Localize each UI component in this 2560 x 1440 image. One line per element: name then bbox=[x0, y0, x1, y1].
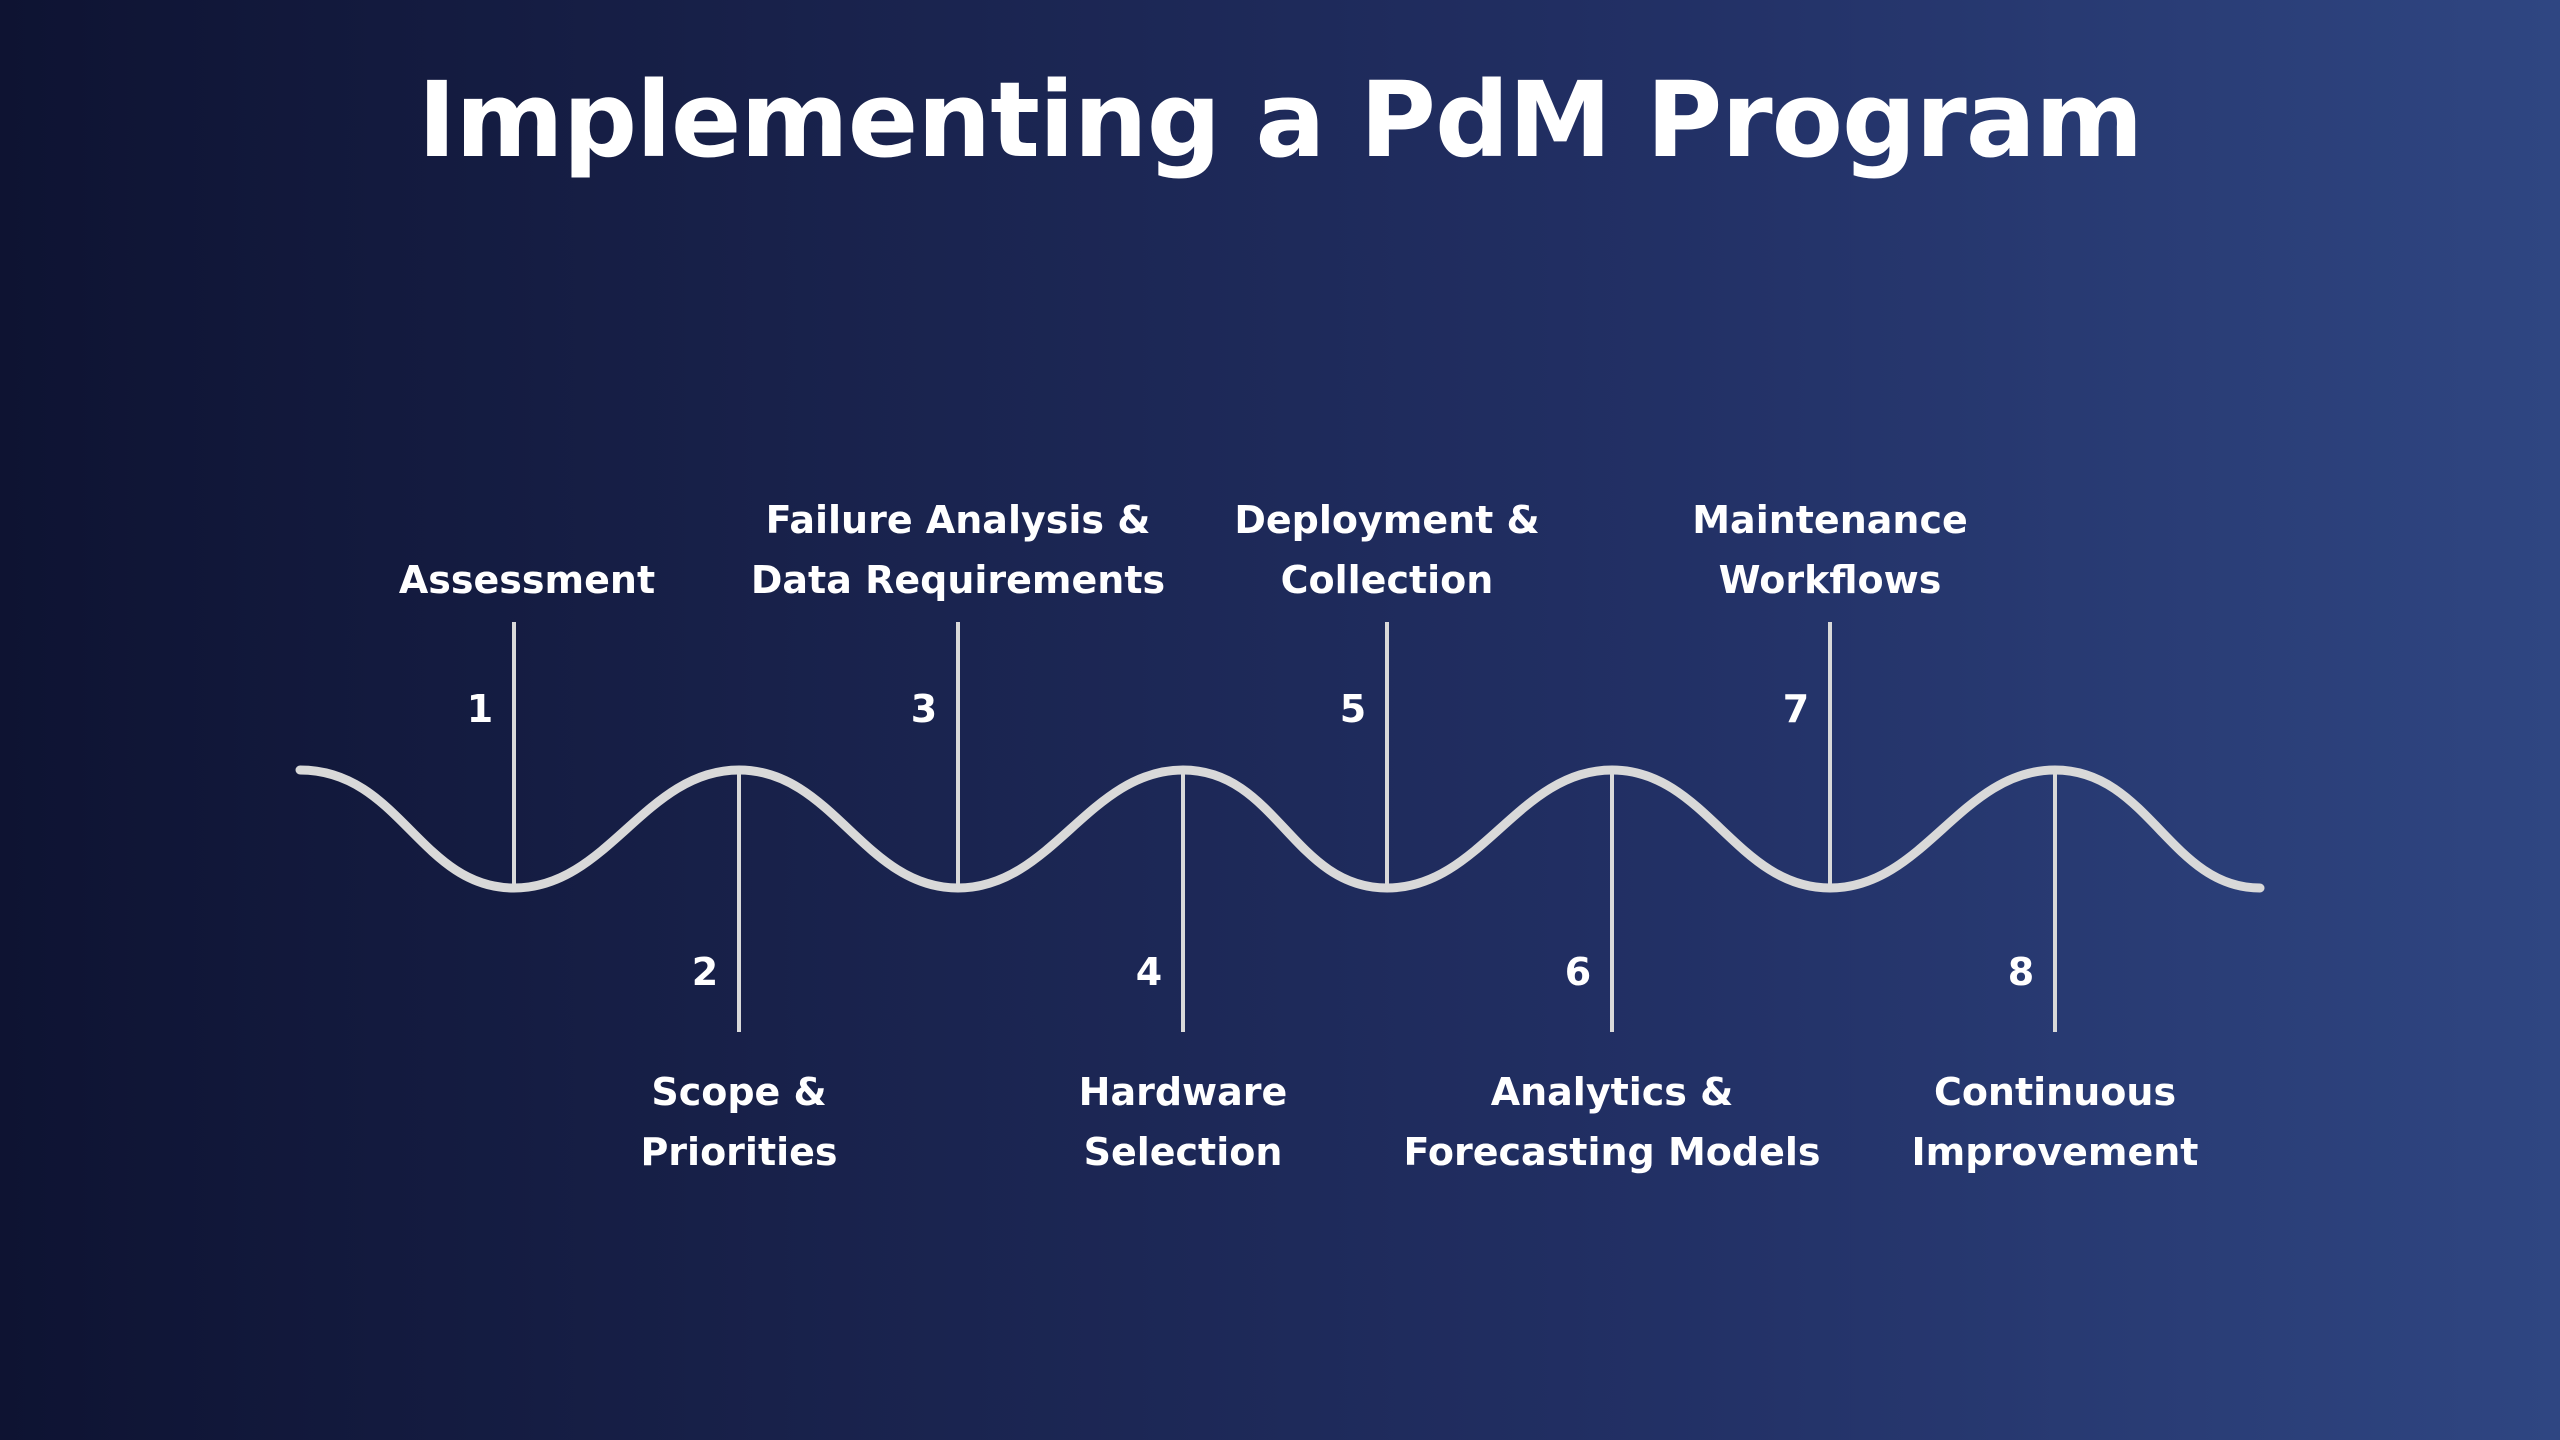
step-4-number: 4 bbox=[1135, 950, 1163, 994]
step-8-label-line: Continuous bbox=[1933, 1070, 2177, 1114]
step-3-label-line: Data Requirements bbox=[750, 558, 1166, 602]
step-4-label-line: Selection bbox=[1083, 1130, 1283, 1174]
wave-line bbox=[295, 765, 2265, 893]
step-7-number: 7 bbox=[1782, 687, 1810, 731]
step-8-label-line: Improvement bbox=[1911, 1130, 2199, 1174]
step-1-label: Assessment bbox=[297, 550, 757, 610]
step-6-label-line: Forecasting Models bbox=[1403, 1130, 1821, 1174]
step-7-label-line: Maintenance bbox=[1692, 498, 1968, 542]
step-7-label-line: Workflows bbox=[1718, 558, 1942, 602]
step-3-label-line: Failure Analysis & bbox=[765, 498, 1151, 542]
step-1-number: 1 bbox=[466, 687, 494, 731]
step-5-number: 5 bbox=[1339, 687, 1367, 731]
step-8-number: 8 bbox=[2007, 950, 2035, 994]
step-3-number: 3 bbox=[910, 687, 938, 731]
step-2-label: Scope & Priorities bbox=[509, 1062, 969, 1182]
step-3-label: Failure Analysis & Data Requirements bbox=[728, 490, 1188, 610]
step-connectors bbox=[512, 622, 2057, 1032]
page-title: Implementing a PdM Program bbox=[417, 59, 2144, 181]
step-5-label-line: Deployment & bbox=[1234, 498, 1540, 542]
step-2-label-line: Scope & bbox=[651, 1070, 827, 1114]
step-5-label: Deployment & Collection bbox=[1157, 490, 1617, 610]
step-6-label-line: Analytics & bbox=[1490, 1070, 1734, 1114]
step-2-number: 2 bbox=[691, 950, 719, 994]
step-1-label-line: Assessment bbox=[398, 558, 656, 602]
step-2-label-line: Priorities bbox=[640, 1130, 838, 1174]
step-5-label-line: Collection bbox=[1280, 558, 1494, 602]
step-4-label-line: Hardware bbox=[1078, 1070, 1288, 1114]
step-6-label: Analytics & Forecasting Models bbox=[1382, 1062, 1842, 1182]
step-6-number: 6 bbox=[1564, 950, 1592, 994]
